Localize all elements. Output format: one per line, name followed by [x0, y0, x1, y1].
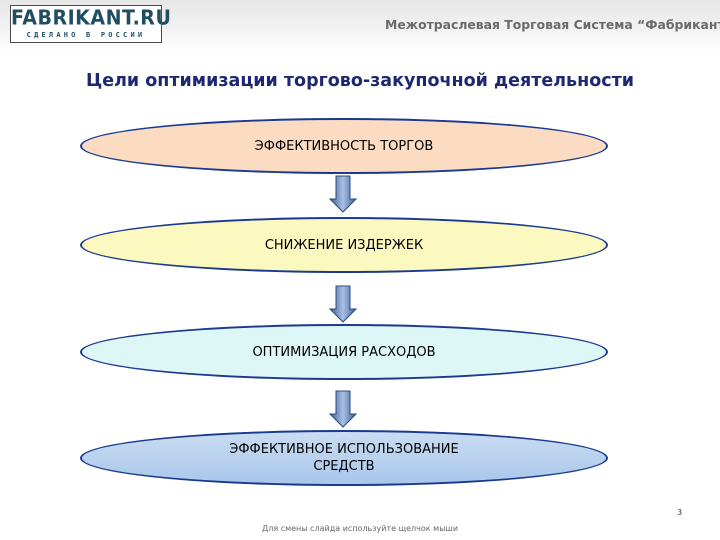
- slide-hint: Для смены слайда используйте щелчок мыши: [261, 524, 459, 533]
- slide-title: Цели оптимизации торгово-закупочной деят…: [85, 71, 635, 91]
- step-cost-reduction: СНИЖЕНИЕ ИЗДЕРЖЕК: [80, 217, 608, 273]
- logo-wordmark: FABRIKANT.RU: [11, 6, 172, 30]
- step-label-wrap: ЭФФЕКТИВНОЕ ИСПОЛЬЗОВАНИЕ СРЕДСТВ: [229, 441, 458, 475]
- logo-tagline: СДЕЛАНО В РОССИИ: [26, 31, 146, 39]
- header-bar: FABRIKANT.RU СДЕЛАНО В РОССИИ Межотрасле…: [0, 0, 720, 52]
- step-label: ОПТИМИЗАЦИЯ РАСХОДОВ: [252, 344, 436, 360]
- step-trading-efficiency: ЭФФЕКТИВНОСТЬ ТОРГОВ: [80, 118, 608, 174]
- down-arrow-icon: [329, 175, 357, 213]
- step-efficient-funds-use: ЭФФЕКТИВНОЕ ИСПОЛЬЗОВАНИЕ СРЕДСТВ: [80, 430, 608, 486]
- step-label-line1: ЭФФЕКТИВНОЕ ИСПОЛЬЗОВАНИЕ: [229, 442, 459, 457]
- step-label: ЭФФЕКТИВНОСТЬ ТОРГОВ: [254, 138, 434, 154]
- down-arrow-icon: [329, 285, 357, 323]
- down-arrow-icon: [329, 390, 357, 428]
- step-label: СНИЖЕНИЕ ИЗДЕРЖЕК: [264, 237, 424, 253]
- page-number: 3: [677, 508, 683, 517]
- system-title: Межотраслевая Торговая Система “Фабрикан…: [385, 17, 720, 32]
- step-expense-optimization: ОПТИМИЗАЦИЯ РАСХОДОВ: [80, 324, 608, 380]
- fabrikant-logo[interactable]: FABRIKANT.RU СДЕЛАНО В РОССИИ: [10, 5, 172, 43]
- step-label-line2: СРЕДСТВ: [313, 459, 375, 474]
